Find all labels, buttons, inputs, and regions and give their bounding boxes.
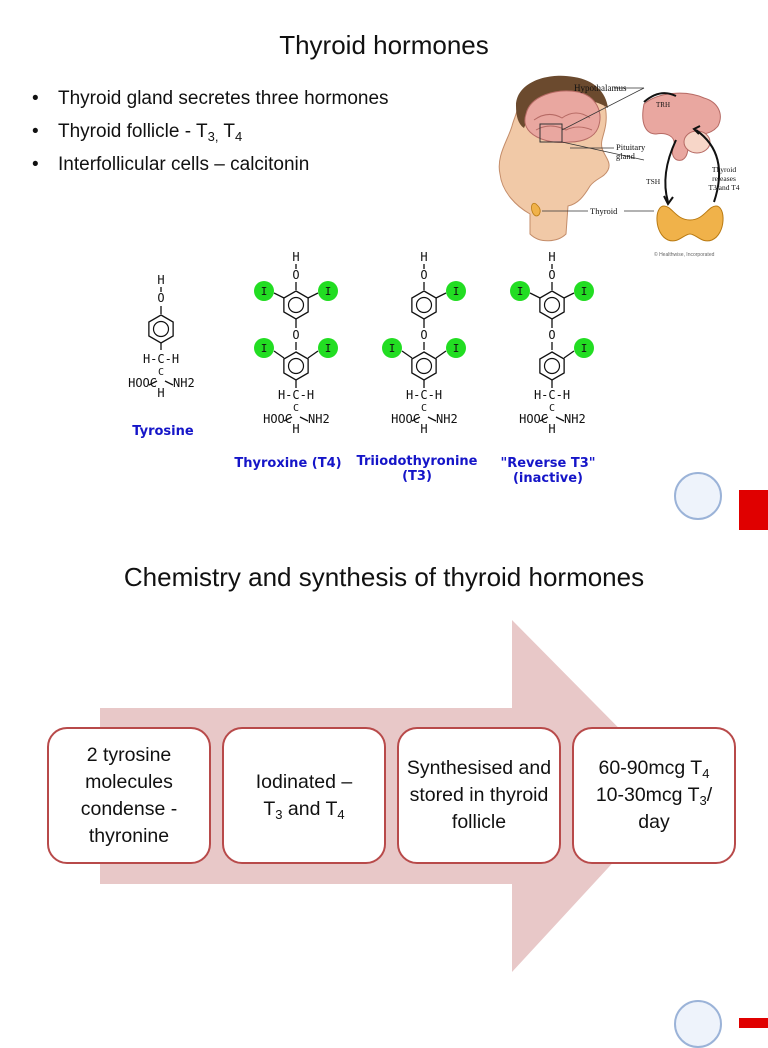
iodine-label: I [325, 342, 332, 355]
backbone-hch: H-C-H [278, 388, 314, 402]
iodine-label: I [261, 285, 268, 298]
label-thyroid: Thyroid [590, 206, 618, 216]
iodine-atom [446, 338, 466, 358]
hooc-label: HOOC [519, 412, 548, 426]
iodine-label: I [581, 285, 588, 298]
iodine-atom [574, 281, 594, 301]
hooc-label: HOOC [391, 412, 420, 426]
iodine-label: I [389, 342, 396, 355]
h-atom: H [420, 250, 427, 264]
image-credit: © Healthwise, Incorporated [654, 251, 715, 258]
backbone-hch: H-C-H [534, 388, 570, 402]
alpha-carbon: C [158, 367, 164, 378]
logo-badge-bottom [674, 1000, 722, 1048]
iodine-atom [382, 338, 402, 358]
iodine-label: I [517, 285, 524, 298]
label-triiodothyronine: Triiodothyronine (T3) [356, 454, 478, 484]
o-atom: O [548, 328, 555, 342]
nh2-label: NH2 [564, 412, 586, 426]
iodine-atom [510, 281, 530, 301]
step-box-2: Iodinated –T3 and T4 [222, 727, 386, 864]
alpha-carbon: C [549, 403, 555, 414]
slide-title-chemistry-synthesis: Chemistry and synthesis of thyroid hormo… [123, 562, 645, 592]
h-atom: H [292, 250, 299, 264]
hooc-label: HOOC [263, 412, 292, 426]
benzene-ring [539, 351, 565, 381]
logo-badge [674, 472, 722, 520]
process-arrow [100, 620, 680, 972]
label-tyrosine: Tyrosine [132, 424, 194, 439]
alpha-carbon: C [293, 403, 299, 414]
iodine-label: I [453, 285, 460, 298]
h-atom: H [548, 422, 555, 436]
alpha-carbon: C [421, 403, 427, 414]
label-reverse-t3: "Reverse T3" (inactive) [500, 456, 596, 486]
benzene-ring [283, 351, 309, 381]
bullet-item: Thyroid gland secretes three hormones [30, 82, 389, 115]
bullet-list: Thyroid gland secretes three hormones Th… [30, 82, 389, 181]
o-atom: O [157, 291, 164, 305]
bullet-item: Interfollicular cells – calcitonin [30, 148, 389, 181]
iodine-atom [446, 281, 466, 301]
h-atom: H [157, 273, 164, 287]
o-atom: O [292, 328, 299, 342]
h-atom: H [157, 386, 164, 400]
hooc-label: HOOC [128, 376, 157, 390]
nh2-label: NH2 [308, 412, 330, 426]
o-atom: O [292, 268, 299, 282]
label-hypothalamus: Hypothalamus [574, 83, 627, 93]
benzene-ring [283, 290, 309, 320]
label-tsh: TSH [646, 177, 661, 186]
benzene-ring [411, 290, 437, 320]
slide-title-thyroid-hormones: Thyroid hormones [279, 30, 489, 60]
label-thyroxine: Thyroxine (T4) [234, 456, 342, 471]
red-square-marker-bottom [739, 1018, 768, 1028]
backbone-hch: H-C-H [406, 388, 442, 402]
label-trh: TRH [656, 101, 670, 109]
bullet-item: Thyroid follicle - T3, T4 [30, 115, 389, 148]
h-atom: H [548, 250, 555, 264]
step-box-1: 2 tyrosine molecules condense - thyronin… [47, 727, 211, 864]
iodine-atom [574, 338, 594, 358]
iodine-atom [254, 281, 274, 301]
h-atom: H [420, 422, 427, 436]
nh2-label: NH2 [173, 376, 195, 390]
o-atom: O [548, 268, 555, 282]
h-atom: H [292, 422, 299, 436]
nh2-label: NH2 [436, 412, 458, 426]
benzene-ring [148, 314, 174, 344]
iodine-label: I [325, 285, 332, 298]
backbone-hch: H-C-H [143, 352, 179, 366]
iodine-atom [318, 281, 338, 301]
red-square-marker [739, 490, 768, 530]
step-box-3: Synthesised and stored in thyroid follic… [397, 727, 561, 864]
benzene-ring [539, 290, 565, 320]
iodine-atom [318, 338, 338, 358]
o-atom: O [420, 328, 427, 342]
o-atom: O [420, 268, 427, 282]
iodine-label: I [453, 342, 460, 355]
iodine-atom [254, 338, 274, 358]
iodine-label: I [581, 342, 588, 355]
iodine-label: I [261, 342, 268, 355]
benzene-ring [411, 351, 437, 381]
